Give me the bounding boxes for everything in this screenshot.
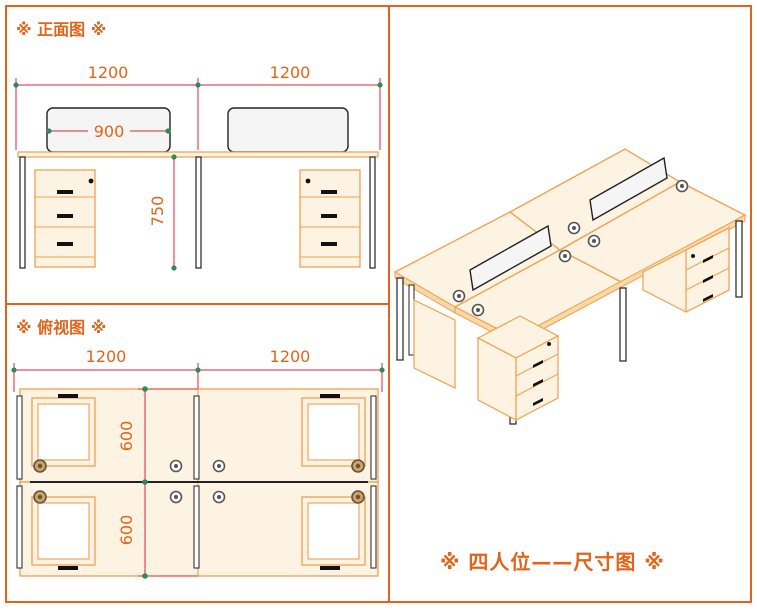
iso-pedestal-front [476,315,560,421]
grommet-icon [471,303,485,317]
screen-width-dimension [46,121,171,139]
grommet-icon [212,490,226,504]
top-leg [16,395,23,480]
iso-leg [619,287,627,362]
front-leg-middle [195,156,202,269]
grommet-icon [675,179,689,193]
drawer-lock-icon [88,178,94,184]
top-left-width-label: 1200 [86,347,127,366]
screen-width-label: 900 [94,122,125,141]
drawer-lock-icon [305,178,311,184]
grommet-icon [33,459,47,473]
front-right-width-label: 1200 [270,63,311,82]
front-left-width-label: 1200 [88,63,129,82]
privacy-screen-right [227,107,349,153]
top-right-width-label: 1200 [270,347,311,366]
grommet-icon [351,490,365,504]
grommet-icon [587,234,601,248]
top-pedestal-upper-left [31,394,96,467]
dimension-node [377,82,383,88]
front-desktop [17,151,379,158]
height-label: 750 [148,196,167,227]
grommet-icon [33,490,47,504]
upper-depth-label: 600 [117,421,136,452]
top-pedestal-upper-right [301,394,366,467]
depth-dimension [138,386,198,579]
grommet-icon [567,221,581,235]
front-leg-left [19,156,26,269]
iso-leg [396,277,404,361]
iso-pedestal [413,299,456,389]
iso-privacy-screen [469,224,552,292]
grommet-icon [169,459,183,473]
front-leg-right [369,156,376,269]
iso-pedestal-back [642,227,730,313]
top-pedestal-lower-right [301,496,366,570]
drawing-caption: ※ 四人位——尺寸图 ※ [440,550,665,574]
lower-depth-label: 600 [117,515,136,546]
grommet-icon [169,490,183,504]
top-leg [370,485,377,569]
top-pedestal-lower-left [31,496,96,570]
pedestal-right [299,169,361,268]
top-width-dimension [13,363,383,392]
front-view-title: ※ 正面图 ※ [16,20,107,39]
grommet-icon [212,459,226,473]
top-leg [16,485,23,569]
iso-privacy-screen [589,156,668,222]
grommet-icon [558,249,572,263]
isometric-view [393,148,747,425]
top-leg [370,395,377,480]
dimension-node [13,82,19,88]
front-view: 1200 1200 900 [13,63,383,271]
iso-leg [735,220,743,298]
dimension-node [195,82,201,88]
top-leg [193,485,200,569]
pedestal-left [34,169,96,268]
top-leg [193,395,200,480]
top-view-title: ※ 俯视图 ※ [16,318,107,337]
grommet-icon [452,289,466,303]
height-dimension [171,154,177,271]
grommet-icon [351,459,365,473]
top-view: 1200 1200 [11,347,385,579]
